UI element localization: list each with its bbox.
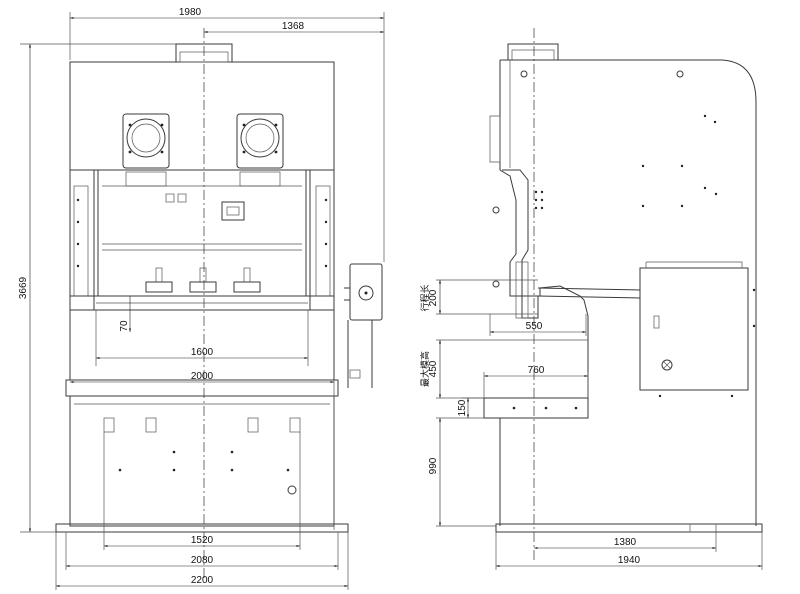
- side-base-plinth: [495, 523, 763, 533]
- lower-frame: [69, 309, 335, 381]
- dim-1368: 1368: [282, 21, 305, 32]
- dim-1520: 1520: [191, 535, 214, 546]
- side-frame-top: [500, 59, 757, 268]
- dim-990: 990: [428, 457, 439, 474]
- left-gear-cover: [122, 113, 170, 169]
- right-column: [309, 169, 335, 311]
- dim-150: 150: [457, 399, 468, 416]
- bed-plate: [65, 379, 339, 397]
- slide-ram: [97, 169, 307, 297]
- side-view: [483, 28, 763, 560]
- dim-70: 70: [119, 320, 130, 332]
- left-column: [69, 169, 95, 311]
- knockout-bars: [145, 267, 261, 293]
- right-gib: [315, 185, 331, 297]
- dim-200: 200: [428, 289, 439, 306]
- dim-1380: 1380: [614, 537, 637, 548]
- dim-1600: 1600: [191, 347, 214, 358]
- control-panel-box: [221, 201, 245, 221]
- right-gear-cover: [236, 113, 284, 169]
- dim-2000: 2000: [191, 371, 214, 382]
- cable-arm: [537, 287, 641, 299]
- side-bed: [483, 397, 589, 419]
- electrical-cabinet: [639, 261, 756, 398]
- crown-housing: [69, 61, 335, 171]
- dim-760: 760: [528, 365, 545, 376]
- side-top-cylinder: [507, 43, 559, 61]
- label-max-die-height: 最大模高: [419, 351, 431, 387]
- dim-1980: 1980: [179, 7, 202, 18]
- dim-3669: 3669: [18, 276, 29, 299]
- base-body: [69, 395, 335, 527]
- side-control-box: [344, 263, 383, 388]
- base-plinth: [55, 523, 349, 533]
- dim-550: 550: [526, 321, 543, 332]
- dim-2080: 2080: [191, 555, 214, 566]
- label-stroke-length: 行程长: [419, 284, 431, 311]
- side-slide: [502, 169, 539, 319]
- dim-2200: 2200: [191, 575, 214, 586]
- side-dimensions: 200 行程长 550 450 最大模高 760 150 990 1380 19…: [419, 279, 763, 570]
- front-view: [55, 28, 383, 580]
- dim-450: 450: [428, 360, 439, 377]
- front-dimensions: 1980 1368 3669 70 1600 2000 1520 2080 22…: [18, 7, 385, 590]
- dim-1940: 1940: [618, 555, 641, 566]
- drain-port: [287, 485, 297, 495]
- left-gib: [73, 185, 89, 297]
